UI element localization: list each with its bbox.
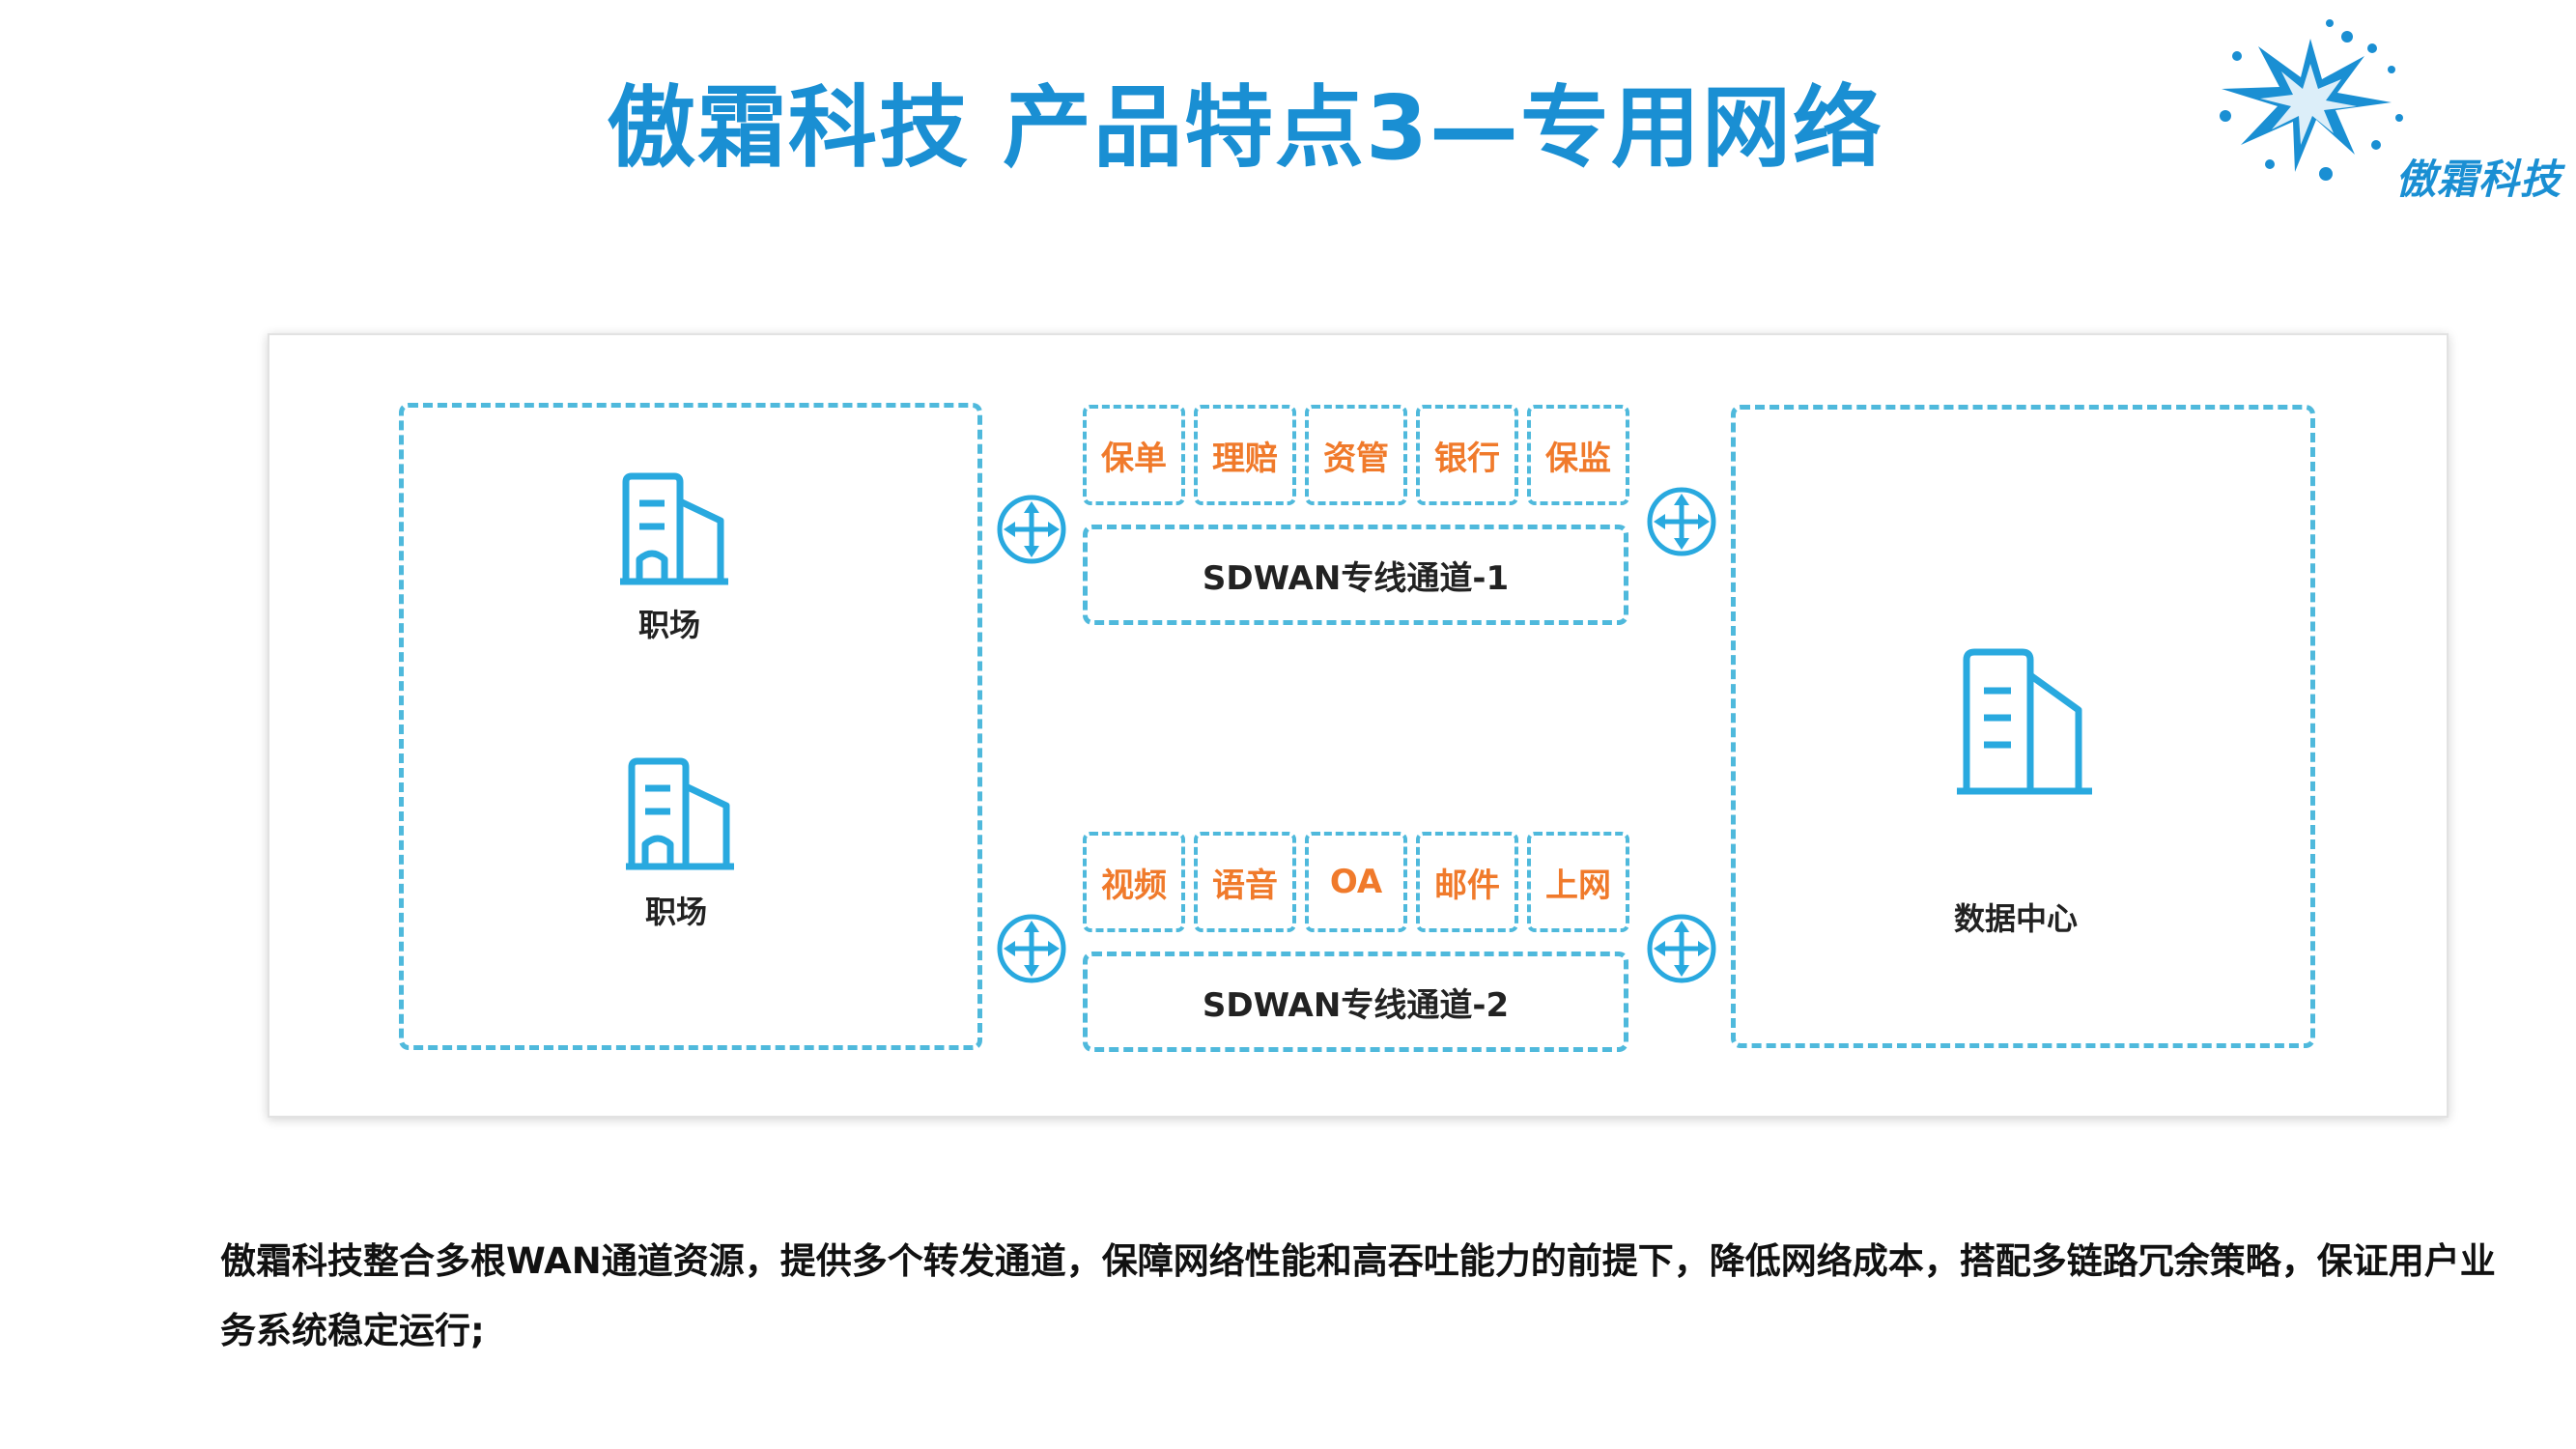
sdwan-channel-2: SDWAN专线通道-2: [1083, 952, 1628, 1052]
service-tag: 资管: [1305, 405, 1407, 505]
service-tag: 语音: [1194, 832, 1296, 932]
service-tag: 理赔: [1194, 405, 1296, 505]
service-tag: 视频: [1083, 832, 1185, 932]
sdwan-channel-1: SDWAN专线通道-1: [1083, 525, 1628, 625]
office-building-icon: [620, 472, 728, 585]
office-building-icon: [626, 757, 734, 870]
site-label: 职场: [645, 894, 708, 930]
company-logo: 傲霜科技: [2202, 10, 2569, 203]
data-center-label: 数据中心: [1954, 900, 2079, 937]
service-tag: 银行: [1416, 405, 1518, 505]
router-icon: [1647, 914, 1716, 983]
service-tag: 保监: [1527, 405, 1629, 505]
service-tag: 上网: [1527, 832, 1629, 932]
network-diagram: 职场 职场 数据中心: [268, 333, 2449, 1118]
data-center-building-icon: [1957, 648, 2092, 795]
starburst-logo-icon: [2220, 19, 2403, 181]
router-icon: [997, 914, 1066, 983]
service-tag: 邮件: [1416, 832, 1518, 932]
page-title: 傲霜科技 产品特点3—专用网络: [607, 76, 1884, 180]
logo-text: 傲霜科技: [2395, 156, 2562, 203]
service-tag: OA: [1305, 832, 1407, 932]
sites-group: 职场 职场: [399, 403, 982, 1050]
router-icon: [997, 495, 1066, 564]
description-text: 傲霜科技整合多根WAN通道资源，提供多个转发通道，保障网络性能和高吞吐能力的前提…: [220, 1240, 2496, 1351]
router-icon: [1647, 487, 1716, 556]
data-center-group: 数据中心: [1731, 405, 2315, 1048]
site-label: 职场: [638, 607, 701, 643]
service-tag: 保单: [1083, 405, 1185, 505]
